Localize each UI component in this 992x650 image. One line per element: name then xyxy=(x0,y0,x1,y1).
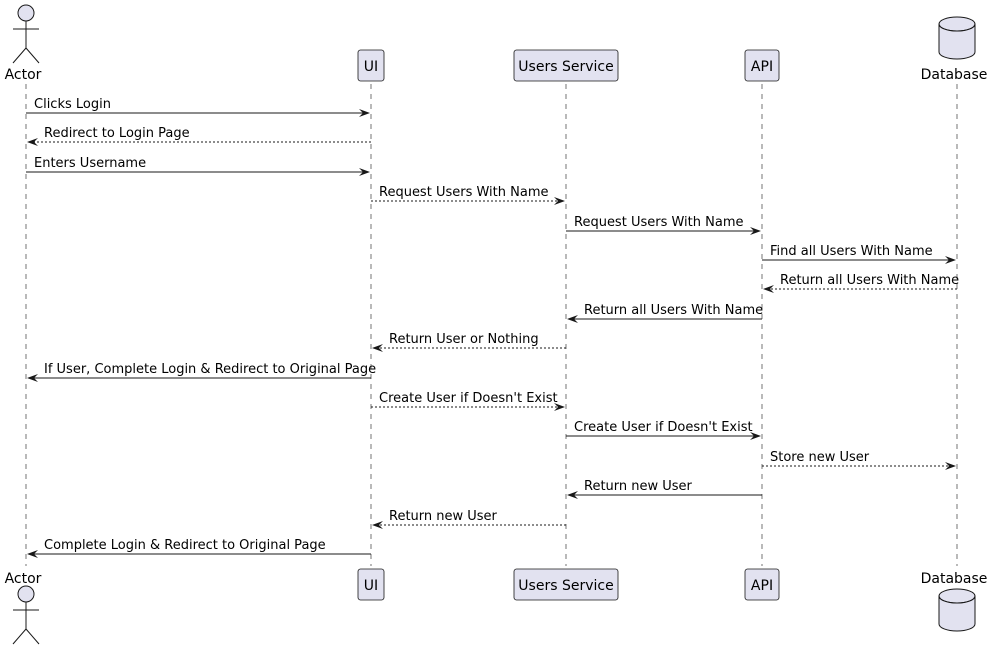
participant-box-users-top: Users Service xyxy=(513,49,619,82)
arrowhead-icon xyxy=(763,285,774,293)
arrowhead-icon xyxy=(372,521,383,529)
message-4: Request Users With Name xyxy=(371,185,565,205)
message-7: Return all Users With Name xyxy=(763,273,959,293)
actor-figure-top xyxy=(12,4,40,64)
database-body xyxy=(938,23,976,60)
arrowhead-icon xyxy=(359,168,370,176)
participant-label-users-top: Users Service xyxy=(518,59,613,75)
arrowhead-icon xyxy=(567,491,578,499)
actor-leg-right xyxy=(25,47,40,64)
actor-leg-left xyxy=(12,628,27,645)
participant-label-actor-top: Actor xyxy=(5,67,42,83)
participant-box-rect xyxy=(744,568,780,601)
participant-label-ui-bottom: UI xyxy=(364,578,378,594)
message-label: Create User if Doesn't Exist xyxy=(379,391,558,406)
message-5: Request Users With Name xyxy=(566,215,761,235)
database-rim xyxy=(938,595,976,604)
message-label: Complete Login & Redirect to Original Pa… xyxy=(44,538,326,553)
message-label: Store new User xyxy=(770,450,870,465)
message-label: Request Users With Name xyxy=(379,185,548,200)
message-10: If User, Complete Login & Redirect to Or… xyxy=(27,362,376,382)
message-label: Return new User xyxy=(584,479,693,494)
participant-box-ui-top: UI xyxy=(357,49,385,82)
database-icon-top xyxy=(938,16,976,60)
actor-leg-left xyxy=(12,47,27,64)
arrowhead-icon xyxy=(750,432,761,440)
actor-leg-right xyxy=(25,628,40,645)
participant-label-db-bottom: Database xyxy=(921,571,988,587)
message-label: Redirect to Login Page xyxy=(44,126,190,141)
message-11: Create User if Doesn't Exist xyxy=(371,391,565,411)
message-9: Return User or Nothing xyxy=(372,332,566,352)
message-label: Enters Username xyxy=(34,156,146,171)
actor-head-icon xyxy=(17,4,35,22)
participant-box-rect xyxy=(513,568,619,601)
participant-box-users-bottom: Users Service xyxy=(513,568,619,601)
participant-box-rect xyxy=(744,49,780,82)
arrowhead-icon xyxy=(372,344,383,352)
arrowhead-icon xyxy=(945,256,956,264)
participant-box-ui-bottom: UI xyxy=(357,568,385,601)
arrowhead-icon xyxy=(945,462,956,470)
participant-label-api-top: API xyxy=(751,59,773,75)
message-16: Complete Login & Redirect to Original Pa… xyxy=(27,538,371,558)
message-label: Return new User xyxy=(389,509,498,524)
message-label: Return all Users With Name xyxy=(780,273,959,288)
database-icon-bottom xyxy=(938,588,976,632)
actor-head-icon xyxy=(17,585,35,603)
message-label: Request Users With Name xyxy=(574,215,743,230)
participant-box-rect xyxy=(357,568,385,601)
message-label: Return all Users With Name xyxy=(584,303,763,318)
arrowhead-icon xyxy=(750,227,761,235)
arrowhead-icon xyxy=(554,197,565,205)
arrowhead-icon xyxy=(27,550,38,558)
message-label: Find all Users With Name xyxy=(770,244,933,259)
database-body xyxy=(938,595,976,632)
participant-box-api-bottom: API xyxy=(744,568,780,601)
participant-box-rect xyxy=(357,49,385,82)
message-8: Return all Users With Name xyxy=(567,303,763,323)
message-15: Return new User xyxy=(372,509,566,529)
participant-label-api-bottom: API xyxy=(751,578,773,594)
participant-label-ui-top: UI xyxy=(364,59,378,75)
participant-label-actor-bottom: Actor xyxy=(5,571,42,587)
message-13: Store new User xyxy=(762,450,956,470)
arrowhead-icon xyxy=(27,138,38,146)
message-label: If User, Complete Login & Redirect to Or… xyxy=(44,362,376,377)
actor-figure-bottom xyxy=(12,585,40,645)
message-2: Redirect to Login Page xyxy=(27,126,371,146)
message-6: Find all Users With Name xyxy=(762,244,956,264)
arrowhead-icon xyxy=(567,315,578,323)
database-rim xyxy=(938,23,976,32)
message-12: Create User if Doesn't Exist xyxy=(566,420,761,440)
participant-box-rect xyxy=(513,49,619,82)
message-3: Enters Username xyxy=(26,156,370,176)
participant-label-db-top: Database xyxy=(921,67,988,83)
arrowhead-icon xyxy=(27,374,38,382)
message-label: Clicks Login xyxy=(34,97,111,112)
arrowhead-icon xyxy=(359,109,370,117)
message-1: Clicks Login xyxy=(26,97,370,117)
participant-box-api-top: API xyxy=(744,49,780,82)
message-14: Return new User xyxy=(567,479,762,499)
participant-label-users-bottom: Users Service xyxy=(518,578,613,594)
arrowhead-icon xyxy=(554,403,565,411)
message-label: Create User if Doesn't Exist xyxy=(574,420,753,435)
message-label: Return User or Nothing xyxy=(389,332,539,347)
